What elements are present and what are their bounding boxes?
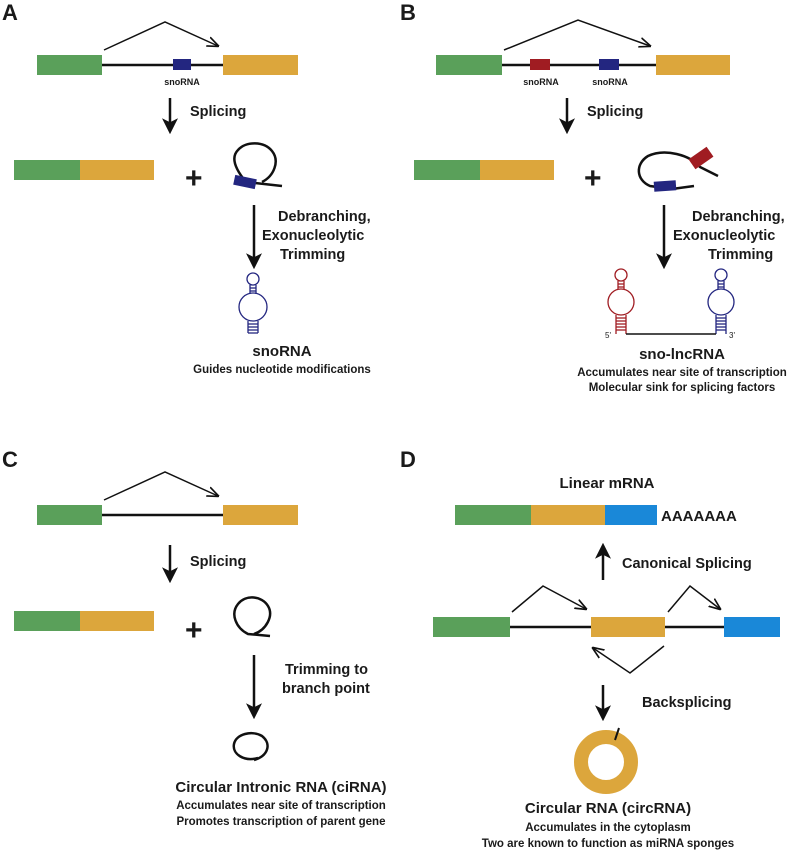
end-5-label: 5' (605, 331, 611, 340)
panel-a: A snoRNA Splicing + Debranching, Exonucl… (2, 0, 371, 376)
panel-c-products: + (14, 596, 272, 647)
spliced-exon-2 (80, 611, 154, 631)
spliced-exon-1 (414, 160, 480, 180)
backsplice-arrow (593, 645, 665, 674)
end-3-label: 3' (729, 331, 735, 340)
plus-sign: + (185, 162, 203, 195)
spliced-exon-2 (80, 160, 154, 180)
snorna-box-navy (599, 59, 619, 70)
exon-2 (656, 55, 730, 75)
pre-exon-3 (724, 617, 780, 637)
panel-a-title: snoRNA (252, 343, 311, 360)
step-splicing: Splicing (190, 554, 246, 570)
panel-a-letter: A (2, 0, 18, 25)
exon-1 (37, 55, 102, 75)
panel-d-title: Circular RNA (circRNA) (525, 800, 691, 817)
lariat-snorna-navy (653, 180, 677, 192)
panel-d-letter: D (400, 447, 416, 472)
pre-exon-1 (433, 617, 510, 637)
panel-b-desc-1: Accumulates near site of transcription (577, 367, 787, 379)
pre-exon-2 (591, 617, 665, 637)
step-debranching-3: Trimming (708, 247, 773, 263)
splice-arrow (103, 21, 218, 51)
panel-c: C Splicing + Trimming to branch point Ci… (2, 447, 387, 828)
sno-lncrna-structure: 5' 3' (605, 268, 735, 340)
panel-c-letter: C (2, 447, 18, 472)
snorna-label: snoRNA (164, 77, 200, 87)
exon-1 (436, 55, 502, 75)
red-snorna-hairpin (607, 268, 635, 334)
spliced-exon-2 (480, 160, 554, 180)
splice-arrow (503, 19, 650, 51)
canonical-label: Canonical Splicing (622, 556, 752, 572)
plus-sign: + (185, 614, 203, 647)
linear-mrna-title: Linear mRNA (559, 475, 654, 492)
exon-2 (223, 55, 298, 75)
circrna-ring (574, 727, 638, 794)
step-splicing: Splicing (587, 104, 643, 120)
exon-2 (223, 505, 298, 525)
step-trimming-2: branch point (282, 681, 370, 697)
panel-a-products: + (14, 142, 283, 195)
panel-b-title: sno-lncRNA (639, 346, 725, 363)
panel-d-desc-2: Two are known to function as miRNA spong… (482, 838, 734, 850)
panel-c-desc-2: Promotes transcription of parent gene (177, 816, 386, 828)
step-debranching-2: Exonucleolytic (262, 228, 364, 244)
snorna-label-2: snoRNA (592, 77, 628, 87)
lariat (233, 596, 272, 638)
linear-exon-2 (531, 505, 605, 525)
linear-mrna: AAAAAAA (455, 505, 737, 525)
step-debranching-2: Exonucleolytic (673, 228, 775, 244)
panel-c-title: Circular Intronic RNA (ciRNA) (175, 779, 386, 796)
snorna-box (173, 59, 191, 70)
navy-snorna-hairpin (707, 268, 735, 334)
lariat-snorna (233, 174, 257, 190)
panel-d-desc-1: Accumulates in the cytoplasm (525, 822, 691, 834)
panel-d: D Linear mRNA AAAAAAA Canonical Splicing… (400, 447, 780, 850)
panel-a-pre-mrna: snoRNA (37, 21, 298, 87)
step-splicing: Splicing (190, 104, 246, 120)
spliced-exon-1 (14, 160, 80, 180)
panel-b-desc-2: Molecular sink for splicing factors (589, 382, 776, 394)
panel-c-pre-mrna (37, 471, 298, 525)
splice-arrow-1 (511, 585, 586, 613)
plus-sign: + (584, 162, 602, 195)
linear-exon-1 (455, 505, 531, 525)
splice-arrow (103, 471, 218, 501)
linear-exon-3 (605, 505, 657, 525)
snorna-box-red (530, 59, 550, 70)
cirna-loop (232, 732, 269, 762)
step-debranching-1: Debranching, (278, 209, 371, 225)
lariat (233, 142, 283, 188)
exon-1 (37, 505, 102, 525)
backsplice-junction (614, 727, 620, 741)
splice-arrow-2 (667, 584, 720, 613)
step-trimming-1: Trimming to (285, 662, 368, 678)
panel-a-desc-1: Guides nucleotide modifications (193, 364, 371, 376)
snorna-structure (238, 272, 268, 334)
circrna (574, 730, 638, 794)
panel-b: B snoRNA snoRNA Splicing + Debranching, … (400, 0, 787, 394)
step-debranching-3: Trimming (280, 247, 345, 263)
spliced-exon-1 (14, 611, 80, 631)
panel-b-letter: B (400, 0, 416, 25)
panel-b-products: + (414, 146, 719, 195)
lariat-snorna-red (688, 146, 714, 170)
backsplicing-label: Backsplicing (642, 695, 731, 711)
panel-b-pre-mrna: snoRNA snoRNA (436, 19, 730, 87)
panel-c-desc-1: Accumulates near site of transcription (176, 800, 386, 812)
snorna-label-1: snoRNA (523, 77, 559, 87)
panel-d-pre-mrna (433, 584, 780, 674)
step-debranching-1: Debranching, (692, 209, 785, 225)
poly-a-tail: AAAAAAA (661, 508, 737, 525)
